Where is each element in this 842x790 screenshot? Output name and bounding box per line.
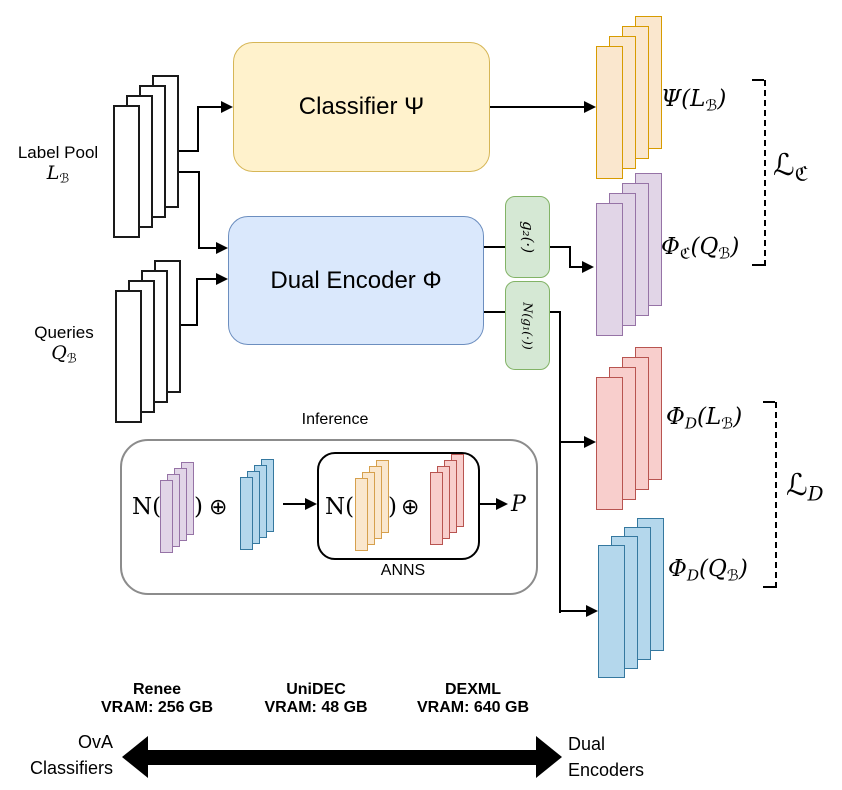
connector-dual-g2: [484, 246, 505, 248]
stack-card: [596, 46, 623, 179]
norm-open-1: N(: [132, 494, 162, 520]
dual-encoder-box: Dual Encoder Φ: [228, 216, 484, 345]
loss-d-bracket-tick-bottom: [763, 586, 775, 588]
ova-classifiers-label: OvA Classifiers: [29, 732, 113, 778]
classifier-box-label: Classifier Ψ: [298, 93, 425, 120]
stack-card: [430, 472, 443, 545]
connector-branch-red: [559, 441, 584, 443]
g1-norm-box: N(g₁(·)): [505, 281, 550, 370]
loss-d-bracket-tick-top: [763, 401, 775, 403]
dual-encoder-box-label: Dual Encoder Φ: [270, 266, 442, 294]
loss-d-label: ℒD: [786, 468, 824, 506]
connector-labelpool-classifier-v: [197, 107, 199, 152]
classifier-box: Classifier Ψ: [233, 42, 490, 172]
frak-n-symbol: N: [132, 494, 153, 520]
g1-norm-label: N(g₁(·)): [520, 301, 535, 350]
loss-d-bracket: [775, 402, 777, 588]
arrowhead-into-phid-label-stack: [584, 436, 596, 448]
label-pool-caption: Label Pool Lℬ: [6, 142, 110, 189]
g2-projection-box: g₂(·): [505, 196, 550, 278]
method-renee-name: Renee: [132, 681, 182, 698]
phi-d-query-output-label: ΦD(Qℬ): [668, 556, 748, 585]
stack-card: [598, 545, 625, 678]
psi-output-label: Ψ(Lℬ): [661, 86, 727, 115]
connector-g2-out-v: [569, 246, 571, 268]
method-unidec: UniDEC VRAM: 48 GB: [256, 681, 376, 717]
inference-title: Inference: [301, 411, 369, 428]
arrowhead-into-phid-query-stack: [586, 605, 598, 617]
predictions-label: P: [511, 492, 526, 517]
label-pool-title: Label Pool: [17, 143, 99, 162]
oplus-icon-1: ⊕: [209, 495, 228, 520]
queries-title: Queries: [34, 323, 94, 342]
queries-caption: Queries Qℬ: [12, 322, 116, 369]
connector-dual-g1: [484, 311, 505, 313]
oplus-icon-2: ⊕: [401, 495, 420, 520]
loss-c-bracket-tick-bottom: [752, 264, 764, 266]
spectrum-arrow-shaft: [146, 750, 538, 765]
arrowhead-into-dual-2: [216, 273, 228, 285]
arrowhead-into-predictions: [496, 498, 508, 510]
connector-labelpool-dual-v: [198, 171, 200, 249]
method-dexml: DEXML VRAM: 640 GB: [413, 681, 533, 717]
frak-n-symbol-2: N: [325, 494, 346, 520]
method-dexml-name: DEXML: [445, 681, 501, 698]
connector-queries-dual: [181, 324, 198, 326]
dual-encoders-label: Dual Encoders: [568, 734, 645, 780]
method-renee-vram: VRAM: 256 GB: [100, 699, 214, 716]
label-pool-subscript: ℬ: [59, 170, 70, 186]
anns-label: ANNS: [380, 562, 426, 579]
loss-c-label: ℒℭ: [773, 148, 809, 186]
close-paren-1: ): [194, 494, 203, 520]
phi-d-label-output-label: ΦD(Lℬ): [666, 404, 743, 433]
connector-queries-dual-h2: [196, 278, 216, 280]
queries-subscript: ℬ: [66, 350, 77, 366]
label-pool-symbol: L: [46, 162, 60, 184]
method-dexml-vram: VRAM: 640 GB: [416, 699, 530, 716]
arrowhead-into-phic-stack: [582, 261, 594, 273]
connector-anns-output: [480, 503, 496, 505]
connector-branch-blue: [559, 610, 586, 612]
norm-open-2: N(: [325, 494, 355, 520]
stack-card: [160, 480, 173, 553]
stack-card: [355, 478, 368, 551]
stack-card: [240, 477, 253, 550]
spectrum-arrow-right-head: [536, 736, 562, 778]
arrowhead-into-dual-1: [216, 242, 228, 254]
method-unidec-name: UniDEC: [286, 681, 346, 698]
stack-card: [115, 290, 142, 423]
stack-card: [113, 105, 140, 238]
method-unidec-vram: VRAM: 48 GB: [264, 699, 368, 716]
connector-concat-anns: [283, 503, 305, 505]
close-paren-2: ): [388, 494, 397, 520]
connector-g1-trunk-v: [559, 311, 561, 613]
connector-g2-out-h2: [569, 266, 582, 268]
connector-labelpool-dual-h2: [198, 247, 216, 249]
loss-c-bracket-tick-top: [752, 79, 764, 81]
phi-c-output-label: Φℭ(Qℬ): [661, 234, 740, 263]
spectrum-arrow-left-head: [122, 736, 148, 778]
connector-g2-out: [550, 246, 571, 248]
connector-queries-dual-v: [196, 279, 198, 326]
connector-labelpool-classifier: [178, 150, 199, 152]
connector-g1-trunk-h: [550, 311, 561, 313]
arrowhead-into-classifier: [221, 101, 233, 113]
arrowhead-into-psi-stack: [584, 101, 596, 113]
stack-card: [596, 377, 623, 510]
g2-projection-label: g₂(·): [518, 220, 537, 254]
stack-card: [596, 203, 623, 336]
method-renee: Renee VRAM: 256 GB: [97, 681, 217, 717]
loss-c-bracket: [764, 80, 766, 266]
connector-labelpool-classifier-h2: [197, 106, 221, 108]
queries-symbol: Q: [51, 342, 67, 364]
arrowhead-into-anns: [305, 498, 317, 510]
connector-classifier-output: [490, 106, 584, 108]
